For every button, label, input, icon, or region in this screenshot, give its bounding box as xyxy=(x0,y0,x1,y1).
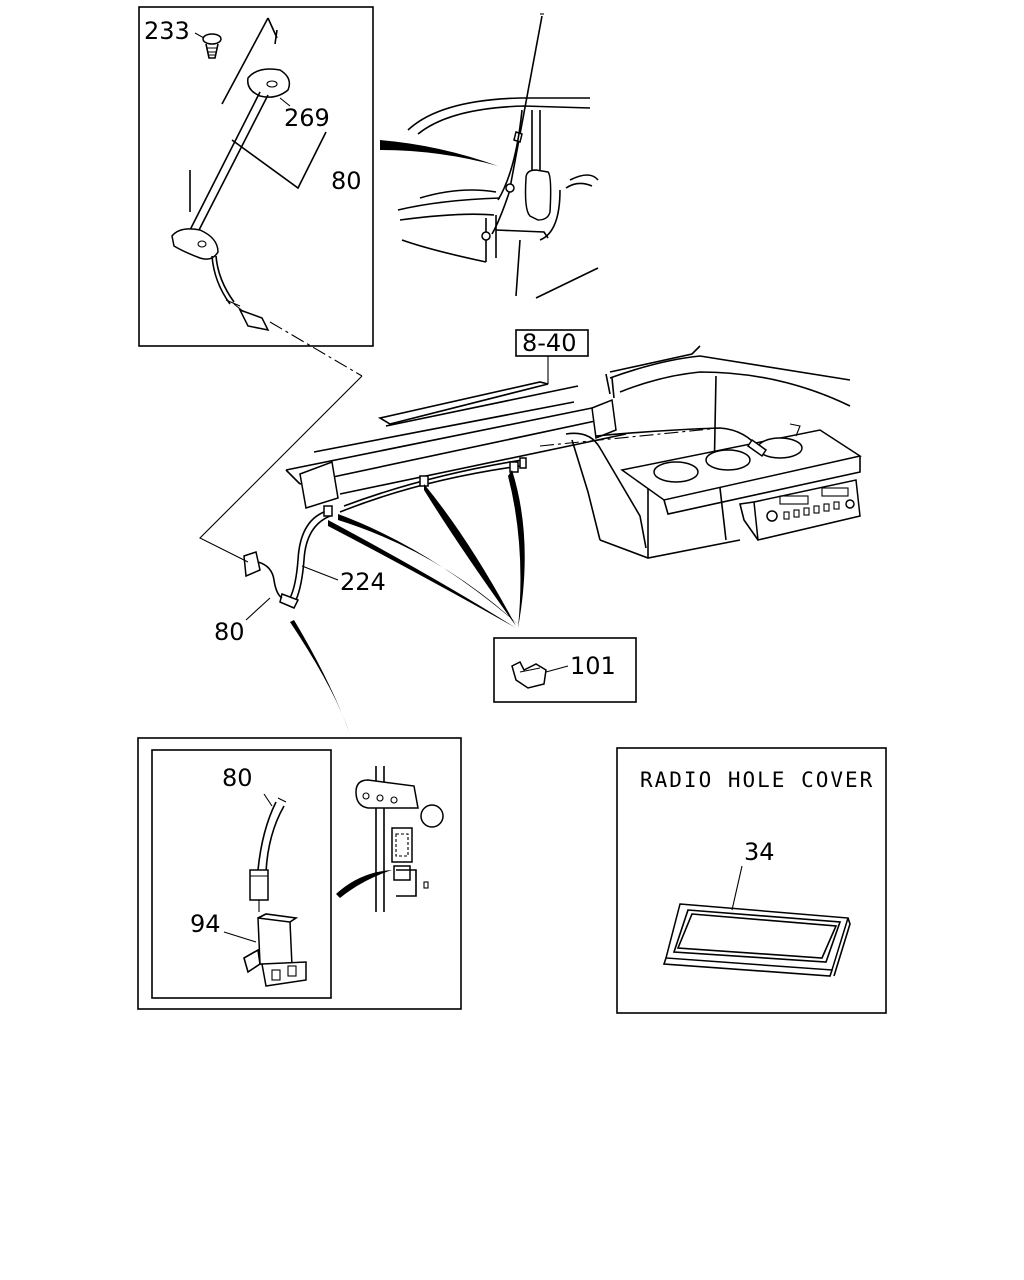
callout-80-mid: 80 xyxy=(214,618,245,646)
callout-8-40: 8-40 xyxy=(522,329,576,357)
callout-94: 94 xyxy=(190,910,221,938)
callout-233: 233 xyxy=(144,17,190,45)
antenna-detail-box xyxy=(138,6,374,377)
vehicle-pillar-view xyxy=(380,13,599,299)
clip-101-box xyxy=(493,637,637,703)
screw-233-drawing xyxy=(194,32,222,59)
radio-unit-drawing xyxy=(739,479,861,541)
callout-269: 269 xyxy=(284,104,330,132)
connector-detail-box xyxy=(137,737,462,1010)
dashboard-drawing xyxy=(199,345,862,628)
callout-80-top: 80 xyxy=(331,167,362,195)
radio-hole-cover-drawing xyxy=(662,865,851,977)
callout-101: 101 xyxy=(570,652,616,680)
radio-hole-cover-box xyxy=(616,747,887,1014)
callout-80-bottom: 80 xyxy=(222,764,253,792)
radio-hole-cover-title: RADIO HOLE COVER xyxy=(640,768,874,792)
callout-34: 34 xyxy=(744,838,775,866)
adapter-94-drawing xyxy=(223,913,307,987)
callout-224: 224 xyxy=(340,568,386,596)
upper-mount-269-drawing xyxy=(247,68,291,107)
lower-mount-drawing xyxy=(171,228,219,260)
